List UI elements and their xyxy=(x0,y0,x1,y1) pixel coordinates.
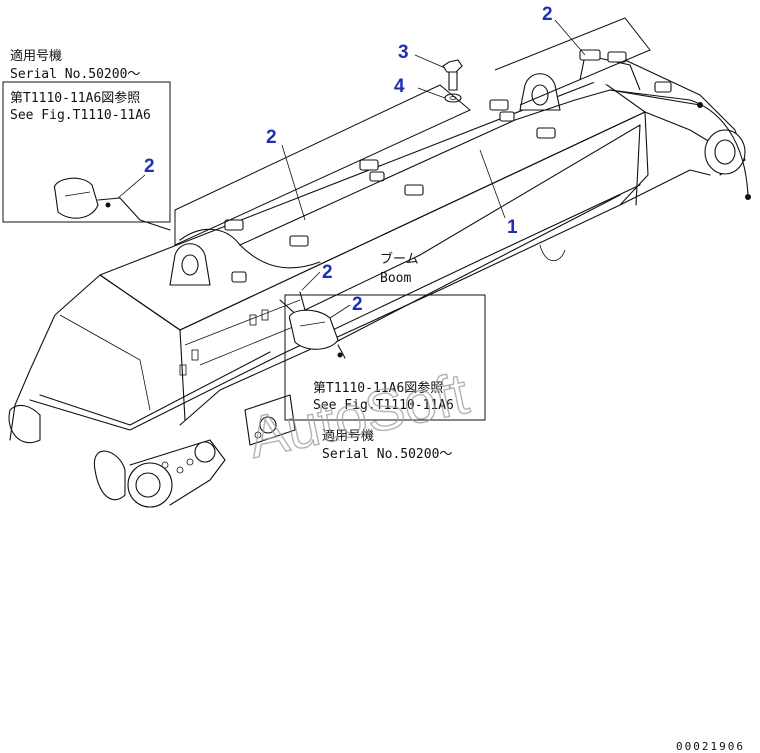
callout-middle: 2 xyxy=(266,127,277,148)
callout-boom-front: 2 xyxy=(322,262,333,283)
left-ref-en: See Fig.T1110-11A6 xyxy=(10,108,151,123)
left-ref-jp: 第T1110-11A6図参照 xyxy=(10,90,140,106)
left-serial-en: Serial No.50200〜 xyxy=(10,67,140,82)
boom-label-jp: ブーム xyxy=(380,251,419,267)
callout-harness: 1 xyxy=(507,217,518,238)
right-serial-jp: 適用号機 xyxy=(322,428,374,444)
callout-right-box: 2 xyxy=(352,294,363,315)
right-ref-jp: 第T1110-11A6図参照 xyxy=(313,380,443,396)
boom-label: ブーム Boom xyxy=(380,251,419,286)
leader-lines xyxy=(117,19,586,319)
work-lamp-left xyxy=(54,177,171,231)
reference-frames xyxy=(2,17,651,421)
callout-top-right: 2 xyxy=(542,4,553,25)
bolt-and-washer xyxy=(442,59,463,103)
callout-washer: 4 xyxy=(394,76,405,97)
callout-bolt: 3 xyxy=(398,42,409,63)
drawing-number: 00021906 xyxy=(676,740,745,753)
right-serial-en: Serial No.50200〜 xyxy=(322,447,452,462)
callout-numbers: 2 3 4 2 2 2 2 1 xyxy=(144,4,553,315)
left-note: 適用号機 Serial No.50200〜 第T1110-11A6図参照 See… xyxy=(10,48,151,123)
callout-left-box: 2 xyxy=(144,156,155,177)
boom-cylinder-brackets xyxy=(169,54,641,286)
right-note: 第T1110-11A6図参照 See Fig.T1110-11A6 適用号機 S… xyxy=(313,380,454,462)
boom-label-en: Boom xyxy=(380,271,411,286)
work-lamp-right xyxy=(289,309,346,359)
right-ref-en: See Fig.T1110-11A6 xyxy=(313,398,454,413)
left-serial-jp: 適用号機 xyxy=(10,48,62,64)
cable-clamps xyxy=(224,49,672,283)
